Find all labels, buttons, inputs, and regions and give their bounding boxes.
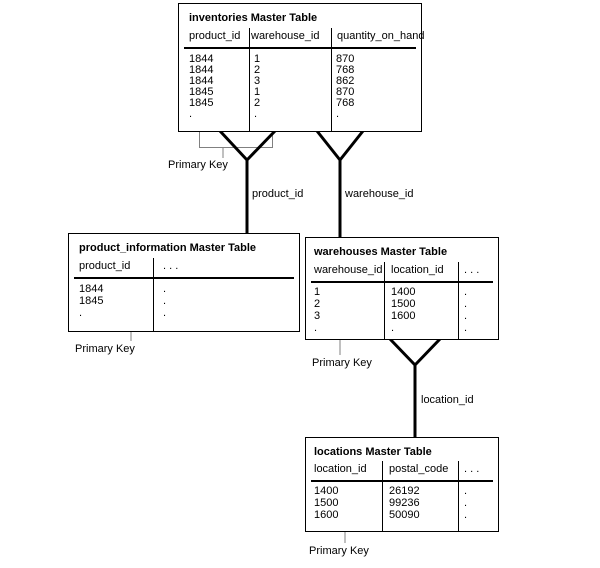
cell: . [464,310,468,322]
cell: 2 [314,298,321,310]
header-rule [74,277,294,279]
connector-label-location-id: location_id [421,394,474,406]
cell: . [79,307,83,319]
cell: 3 [314,310,321,322]
header-rule [311,281,493,283]
cell: . [163,295,167,307]
cell: . [464,509,468,521]
cell: 1845 [189,86,214,98]
cell: 1 [254,86,261,98]
table-product-information: product_information Master Table product… [68,233,300,332]
cell: 870 [336,86,355,98]
cell: 870 [336,53,355,65]
crow-foot-product-id [218,129,277,163]
cell: 1 [254,53,261,65]
table-warehouses: warehouses Master Table warehouse_id loc… [305,237,499,340]
cell: 1500 [391,298,416,310]
table-inventories: inventories Master Table product_id ware… [178,3,425,132]
column-header: warehouse_id [251,30,320,42]
table-locations: locations Master Table location_id posta… [305,437,499,532]
table-title: warehouses Master Table [314,246,448,258]
column-header: product_id [189,30,241,42]
cell: . [163,307,167,319]
primary-key-bracket [199,130,273,148]
column-header: product_id [79,260,131,272]
table-title: locations Master Table [314,446,432,458]
cell: 1844 [189,75,214,87]
crow-foot-location-id [388,337,442,368]
cell: . [464,485,468,497]
primary-key-label-warehouses: Primary Key [312,357,372,369]
cell: . [464,286,468,298]
column-divider [331,28,332,131]
cell: 1 [314,286,321,298]
header-rule [184,47,416,49]
cell: 1844 [189,64,214,76]
column-header: location_id [314,463,367,475]
cell: 1844 [79,283,104,295]
cell: 1845 [79,295,104,307]
cell: 1400 [314,485,339,497]
table-title: product_information Master Table [79,242,257,254]
connector-label-product-id: product_id [252,188,304,200]
cell: . [391,322,395,334]
connector-label-warehouse-id: warehouse_id [345,188,414,200]
table-title: inventories Master Table [189,12,318,24]
column-divider [249,28,250,131]
column-header: . . . [464,463,480,475]
column-header: postal_code [389,463,449,475]
cell: . [464,322,468,334]
cell: . [464,497,468,509]
cell: . [314,322,318,334]
cell: 99236 [389,497,420,509]
column-header: quantity_on_hand [337,30,425,42]
column-header: . . . [163,260,179,272]
cell: 1400 [391,286,416,298]
cell: . [464,298,468,310]
cell: 26192 [389,485,420,497]
cell: 2 [254,97,261,109]
cell: . [189,108,193,120]
column-header: location_id [391,264,444,276]
cell: . [336,108,340,120]
column-header: . . . [464,264,480,276]
cell: 1845 [189,97,214,109]
cell: 1600 [391,310,416,322]
column-divider [153,258,154,331]
cell: 1500 [314,497,339,509]
header-rule [311,480,493,482]
cell: . [254,108,258,120]
cell: 3 [254,75,261,87]
crow-foot-warehouse-id [315,130,365,163]
cell: 768 [336,64,355,76]
cell: 50090 [389,509,420,521]
column-header: warehouse_id [314,264,383,276]
cell: 862 [336,75,355,87]
cell: 2 [254,64,261,76]
column-divider [382,461,383,531]
column-divider [458,461,459,531]
column-divider [384,262,385,339]
cell: 1844 [189,53,214,65]
primary-key-label-product-information: Primary Key [75,343,135,355]
cell: . [163,283,167,295]
primary-key-label-inventories: Primary Key [168,159,228,171]
primary-key-label-locations: Primary Key [309,545,369,557]
column-divider [458,262,459,339]
cell: 1600 [314,509,339,521]
cell: 768 [336,97,355,109]
